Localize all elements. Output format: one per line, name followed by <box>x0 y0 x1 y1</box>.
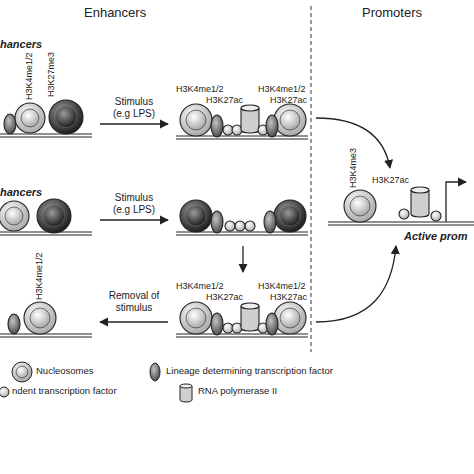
row3-left <box>8 302 56 334</box>
row-heading: hancers <box>0 186 42 199</box>
row2-right <box>180 200 306 233</box>
arrow-label: Stimulus (e.g LPS) <box>107 96 161 119</box>
legend-text: Nucleosomes <box>36 366 94 377</box>
histone-mark: H3K4me1/2 <box>24 52 34 100</box>
section-heading: Promoters <box>362 6 422 21</box>
histone-mark: H3K4me1/2 <box>258 281 306 291</box>
histone-mark: H3K4me1/2 <box>176 84 224 94</box>
removal-arrow <box>100 321 168 322</box>
divider-line <box>311 6 312 352</box>
promoter <box>344 182 466 222</box>
legend-text: RNA polymerase II <box>198 386 277 397</box>
dna-strands <box>0 134 474 337</box>
legend-text: ndent transcription factor <box>12 386 117 397</box>
state-label: Active prom <box>404 230 468 243</box>
down-arrow <box>242 246 243 272</box>
histone-mark: H3K27me3 <box>46 52 56 97</box>
histone-mark: H3K4me1/2 <box>176 281 224 291</box>
histone-mark: H3K27ac <box>206 292 243 302</box>
legend-icons <box>0 362 192 402</box>
histone-mark: H3K27ac <box>270 95 307 105</box>
legend-text: Lineage determining transcription factor <box>166 366 333 377</box>
histone-mark: H3K4me1/2 <box>34 252 44 300</box>
arrow-label: Stimulus (e.g LPS) <box>107 192 161 215</box>
stimulus-arrow <box>100 219 168 220</box>
arrow-label: Removal of stimulus <box>107 290 161 313</box>
curved-arrow <box>316 246 396 322</box>
stimulus-arrow <box>100 123 168 124</box>
histone-mark: H3K27ac <box>206 95 243 105</box>
row2-left <box>0 199 71 233</box>
row3-right <box>180 302 306 335</box>
histone-mark: H3K27ac <box>270 292 307 302</box>
histone-mark: H3K27ac <box>372 175 409 185</box>
row1-left <box>4 100 83 134</box>
histone-mark: H3K4me3 <box>348 148 358 188</box>
section-heading: Enhancers <box>84 6 146 21</box>
histone-mark: H3K4me1/2 <box>258 84 306 94</box>
row1-right <box>180 104 306 137</box>
row-heading: hancers <box>0 38 42 51</box>
